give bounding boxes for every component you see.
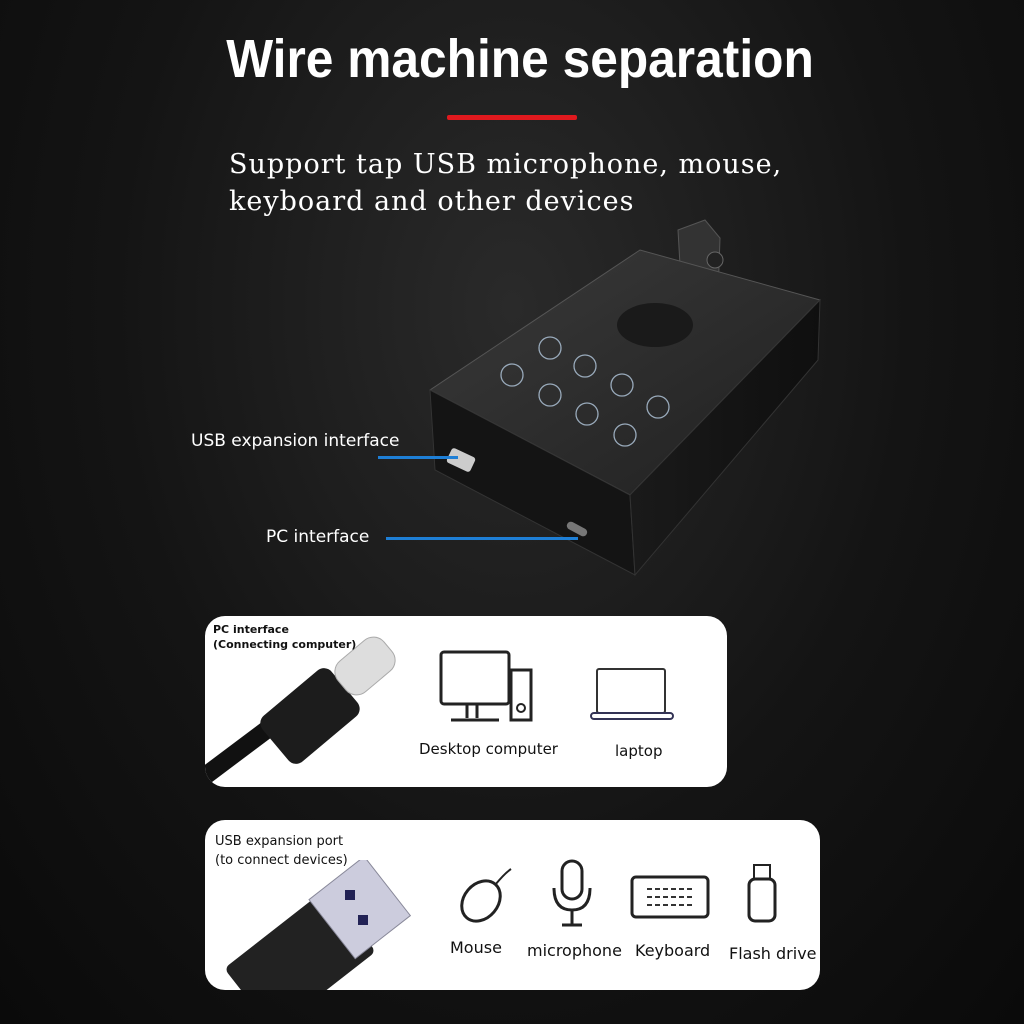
- usb-expansion-callout-line: [378, 456, 458, 459]
- mouse-icon: [460, 868, 512, 923]
- device-label-flash-drive: Flash drive: [729, 944, 817, 963]
- device-label-mouse: Mouse: [450, 938, 502, 957]
- device-label-keyboard: Keyboard: [635, 941, 711, 960]
- subtitle: Support tap USB microphone, mouse, keybo…: [229, 146, 782, 220]
- page-title: Wire machine separation: [226, 29, 814, 89]
- desktop-computer-icon: [439, 650, 533, 722]
- usb-expansion-callout-label: USB expansion interface: [191, 431, 400, 451]
- laptop-icon: [590, 668, 674, 720]
- microphone-icon: [552, 859, 592, 927]
- heading-line-2: (to connect devices): [215, 853, 348, 868]
- pc-interface-panel: PC interface (Connecting computer) Deskt…: [205, 616, 727, 787]
- sound-card-device-image: [429, 219, 821, 577]
- pc-interface-heading: PC interface (Connecting computer): [213, 622, 356, 652]
- keyboard-icon: [630, 875, 710, 919]
- subtitle-line-2: keyboard and other devices: [229, 186, 635, 217]
- heading-line-1: PC interface: [213, 623, 289, 636]
- usb-a-cable-icon: [226, 860, 412, 990]
- heading-line-2: (Connecting computer): [213, 638, 357, 651]
- pc-interface-callout-line: [386, 537, 578, 540]
- device-label-desktop: Desktop computer: [419, 740, 558, 758]
- device-label-microphone: microphone: [527, 941, 622, 960]
- usb-c-cable-icon: [205, 636, 396, 784]
- usb-expansion-heading: USB expansion port (to connect devices): [215, 832, 348, 870]
- subtitle-line-1: Support tap USB microphone, mouse,: [229, 149, 783, 180]
- flash-drive-icon: [747, 864, 777, 923]
- heading-line-1: USB expansion port: [215, 834, 344, 849]
- title-underline: [447, 115, 577, 120]
- pc-interface-callout-label: PC interface: [266, 527, 370, 547]
- usb-expansion-panel: USB expansion port (to connect devices) …: [205, 820, 820, 990]
- device-label-laptop: laptop: [615, 742, 663, 760]
